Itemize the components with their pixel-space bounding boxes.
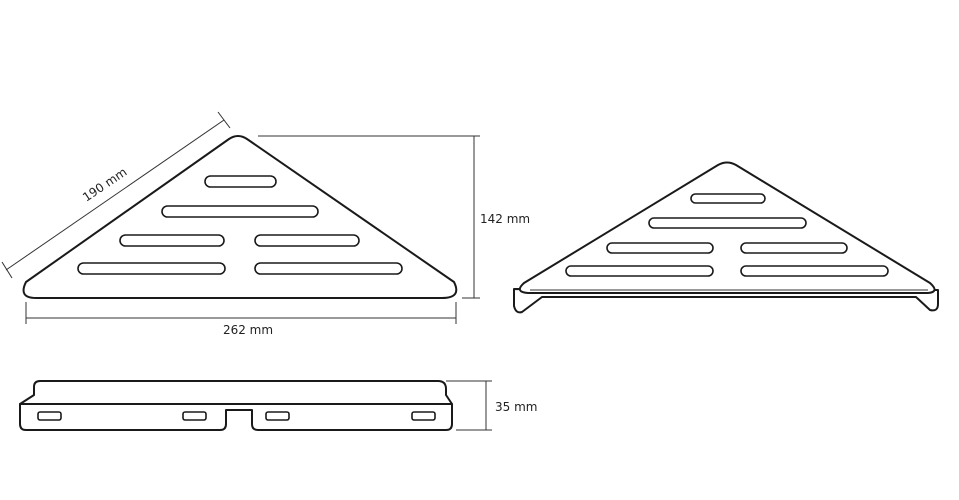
perspective-base <box>513 288 939 314</box>
front-view <box>19 380 453 431</box>
width-dimension-label: 262 mm <box>223 323 273 337</box>
slot <box>648 217 807 229</box>
slot <box>565 265 714 277</box>
front-view-bracket <box>19 403 453 431</box>
slot <box>606 242 714 254</box>
mounting-hole <box>182 411 207 421</box>
depth-dimension-label: 35 mm <box>495 400 537 414</box>
slot <box>254 262 403 275</box>
height-dimension-label: 142 mm <box>480 212 530 226</box>
slot <box>740 265 889 277</box>
perspective-view <box>513 161 939 314</box>
slot <box>119 234 225 247</box>
slot <box>690 193 766 204</box>
slot <box>161 205 319 218</box>
mounting-hole <box>37 411 62 421</box>
mounting-hole <box>411 411 436 421</box>
slot <box>740 242 848 254</box>
front-view-top <box>19 380 453 405</box>
width-dimension: 262 mm <box>25 302 457 337</box>
mounting-hole <box>265 411 290 421</box>
slot <box>254 234 360 247</box>
depth-dimension: 35 mm <box>446 380 537 431</box>
height-dimension: 142 mm <box>258 135 530 299</box>
top-view <box>22 135 458 299</box>
slot <box>204 175 277 188</box>
diagonal-dimension-label: 190 mm <box>80 165 129 205</box>
slot <box>77 262 226 275</box>
